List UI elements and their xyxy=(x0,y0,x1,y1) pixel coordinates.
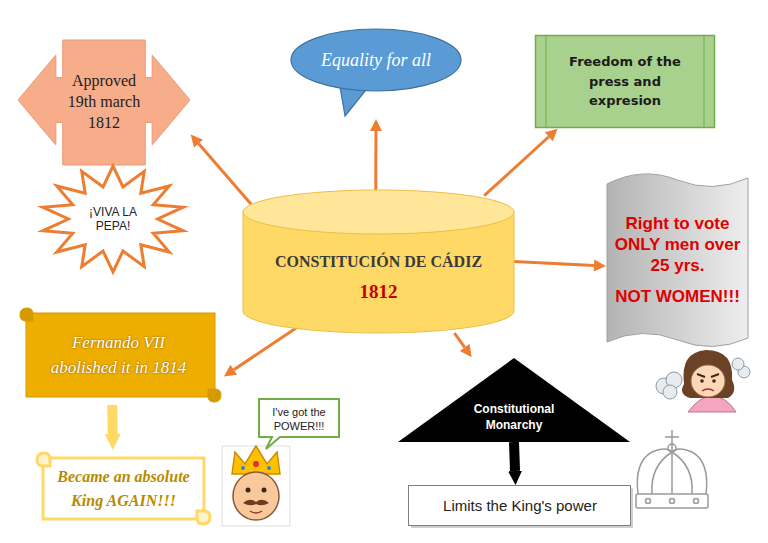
woman-brows xyxy=(697,374,719,377)
scroll-node: Fernando VII abolished it in 1814 xyxy=(18,305,223,405)
node-text: NOT WOMEN!!! xyxy=(613,286,742,307)
node-content: Right to vote ONLY men over 25 yrs. NOT W… xyxy=(613,196,742,324)
green-node: Freedom of the press and expresion xyxy=(535,35,715,128)
woman-eye xyxy=(712,379,716,383)
woman-mouth xyxy=(702,389,714,391)
scroll-body xyxy=(43,458,204,519)
arrow-connector xyxy=(374,131,377,190)
double-arrow xyxy=(18,40,190,165)
arrow-connector xyxy=(514,442,515,471)
wave-banner xyxy=(607,174,748,347)
speech-ellipse xyxy=(291,29,461,91)
king-eye xyxy=(246,488,251,493)
woman-eye xyxy=(700,379,704,383)
dbl-node: Approved 19th march 1812 xyxy=(18,40,190,165)
banner xyxy=(536,36,715,128)
node-text: Became an absolute King AGAIN!!! xyxy=(51,465,196,511)
king-eye xyxy=(262,488,267,493)
angry-woman-icon xyxy=(656,350,750,412)
arrow-connector xyxy=(199,144,252,205)
node-text: Right to vote ONLY men over 25 yrs. xyxy=(613,213,742,277)
woman-shirt xyxy=(688,396,736,412)
arrow-connector xyxy=(484,137,549,196)
scroll-curl xyxy=(37,453,50,466)
crown-gem xyxy=(267,466,271,470)
tri-node: Constitutional Monarchy xyxy=(398,358,630,442)
crown-gem xyxy=(253,461,259,467)
bubble-node: Equality for all xyxy=(290,28,462,118)
starburst xyxy=(43,166,183,272)
arrow-connector xyxy=(234,327,297,369)
cylinder-top xyxy=(243,190,514,234)
scroll-curl xyxy=(197,511,210,524)
scroll-shape xyxy=(18,305,223,405)
triangle xyxy=(398,358,630,442)
node-content: Limits the King's power xyxy=(418,491,622,521)
node-text: CONSTITUCIÓN DE CÁDIZ xyxy=(253,252,504,271)
node-text: Freedom of the press and expresion xyxy=(553,52,697,111)
arrow-connector xyxy=(107,405,117,434)
banner-fold xyxy=(704,35,705,128)
scroll-curl xyxy=(20,308,33,321)
crown-gem xyxy=(241,466,245,470)
node-content: Freedom of the press and expresion xyxy=(553,43,697,120)
scroll2-shape xyxy=(35,450,212,527)
rect-node: Limits the King's power xyxy=(408,485,632,527)
arrow-connector xyxy=(514,262,594,266)
node-content: Equality for all xyxy=(312,34,440,88)
king-icon xyxy=(222,446,290,526)
node-text: Fernando VII abolished it in 1814 xyxy=(44,330,193,381)
node-text: I've got the POWER!!! xyxy=(262,405,336,434)
wave-node: Right to vote ONLY men over 25 yrs. NOT W… xyxy=(607,170,748,348)
king-mustache xyxy=(243,500,269,506)
node-text: Constitutional Monarchy xyxy=(456,402,572,433)
node-text: Approved 19th march 1812 xyxy=(64,71,144,133)
node-text: Equality for all xyxy=(312,50,440,72)
node-content: CONSTITUCIÓN DE CÁDIZ 1812 xyxy=(253,242,504,313)
node-content: I've got the POWER!!! xyxy=(262,402,336,436)
king-crown xyxy=(232,446,280,474)
node-text: 1812 xyxy=(253,281,504,304)
cyl-node: CONSTITUCIÓN DE CÁDIZ 1812 xyxy=(243,190,514,333)
scroll-body xyxy=(26,313,215,397)
node-text: ¡VIVA LA PEPA! xyxy=(80,205,146,234)
node-content: Became an absolute King AGAIN!!! xyxy=(51,460,196,517)
node-text: Limits the King's power xyxy=(418,497,622,515)
crown-outline xyxy=(636,430,708,508)
node-content: ¡VIVA LA PEPA! xyxy=(80,197,146,241)
callout-bubble xyxy=(259,399,339,449)
node-content: Constitutional Monarchy xyxy=(456,400,572,436)
star-node: ¡VIVA LA PEPA! xyxy=(38,163,188,275)
callout-node: I've got the POWER!!! xyxy=(258,398,340,450)
king-face xyxy=(233,472,279,520)
arrow-connector xyxy=(454,333,464,347)
box xyxy=(409,486,631,526)
node-content: Fernando VII abolished it in 1814 xyxy=(44,325,193,385)
bubble-shape xyxy=(290,28,462,118)
woman-face xyxy=(691,365,725,397)
woman-hair xyxy=(682,350,734,398)
node-content: Approved 19th march 1812 xyxy=(64,48,144,157)
king-frame xyxy=(222,446,290,526)
king-mouth xyxy=(250,511,262,513)
scroll-curl xyxy=(208,389,221,402)
scroll2-node: Became an absolute King AGAIN!!! xyxy=(35,450,212,527)
steam-cloud xyxy=(656,358,750,399)
banner-fold xyxy=(546,35,547,128)
